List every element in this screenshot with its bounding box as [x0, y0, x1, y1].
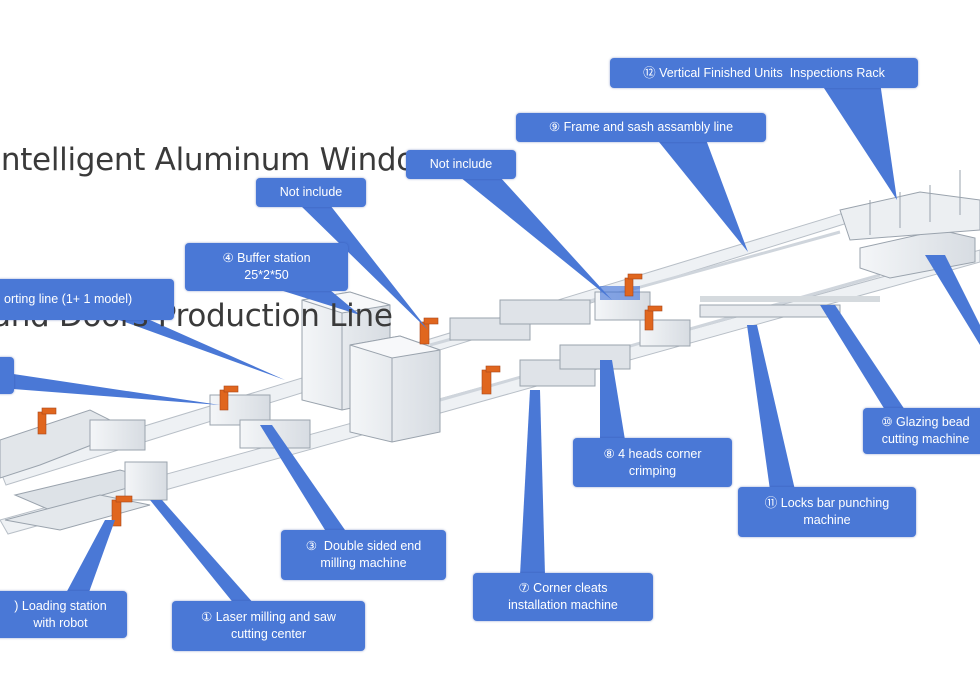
left-machines	[0, 394, 311, 531]
right-machines	[700, 170, 980, 302]
callout-double-sided-milling: ③ Double sided end milling machine	[281, 530, 446, 580]
callout-not-include-left: Not include	[256, 178, 366, 207]
buffer-station-cabinets	[301, 291, 441, 443]
robot-arms	[37, 273, 663, 527]
callout-sorting-line: orting line (1+ 1 model)	[0, 279, 174, 320]
callout-corner-cleats: ⑦ Corner cleats installation machine	[473, 573, 653, 621]
callout-finished-rack: ⑫ Vertical Finished Units Inspections Ra…	[610, 58, 918, 88]
callout-corner-crimping: ⑧ 4 heads corner crimping	[573, 438, 732, 487]
callout-buffer-station: ④ Buffer station 25*2*50	[185, 243, 348, 291]
page-title: Intelligent Aluminum Windows and Doors P…	[0, 30, 456, 394]
buffer-station-title: ④ Buffer station	[222, 251, 311, 265]
title-line-1: Intelligent Aluminum Windows	[0, 142, 456, 178]
callout-frame-sash: ⑨ Frame and sash assambly line	[516, 113, 766, 142]
callout-leaders	[0, 82, 980, 605]
callout-not-include-right: Not include	[406, 150, 516, 179]
callout-glazing-bead: ⑩ Glazing bead cutting machine	[863, 408, 980, 454]
callout-laser-milling: ① Laser milling and saw cutting center	[172, 601, 365, 651]
buffer-station-spec: 25*2*50	[244, 268, 289, 282]
callout-cut-off	[0, 357, 14, 394]
callout-loading-station: ) Loading station with robot	[0, 591, 127, 638]
callout-locks-bar: ⑪ Locks bar punching machine	[738, 487, 916, 537]
middle-machines	[449, 286, 841, 387]
